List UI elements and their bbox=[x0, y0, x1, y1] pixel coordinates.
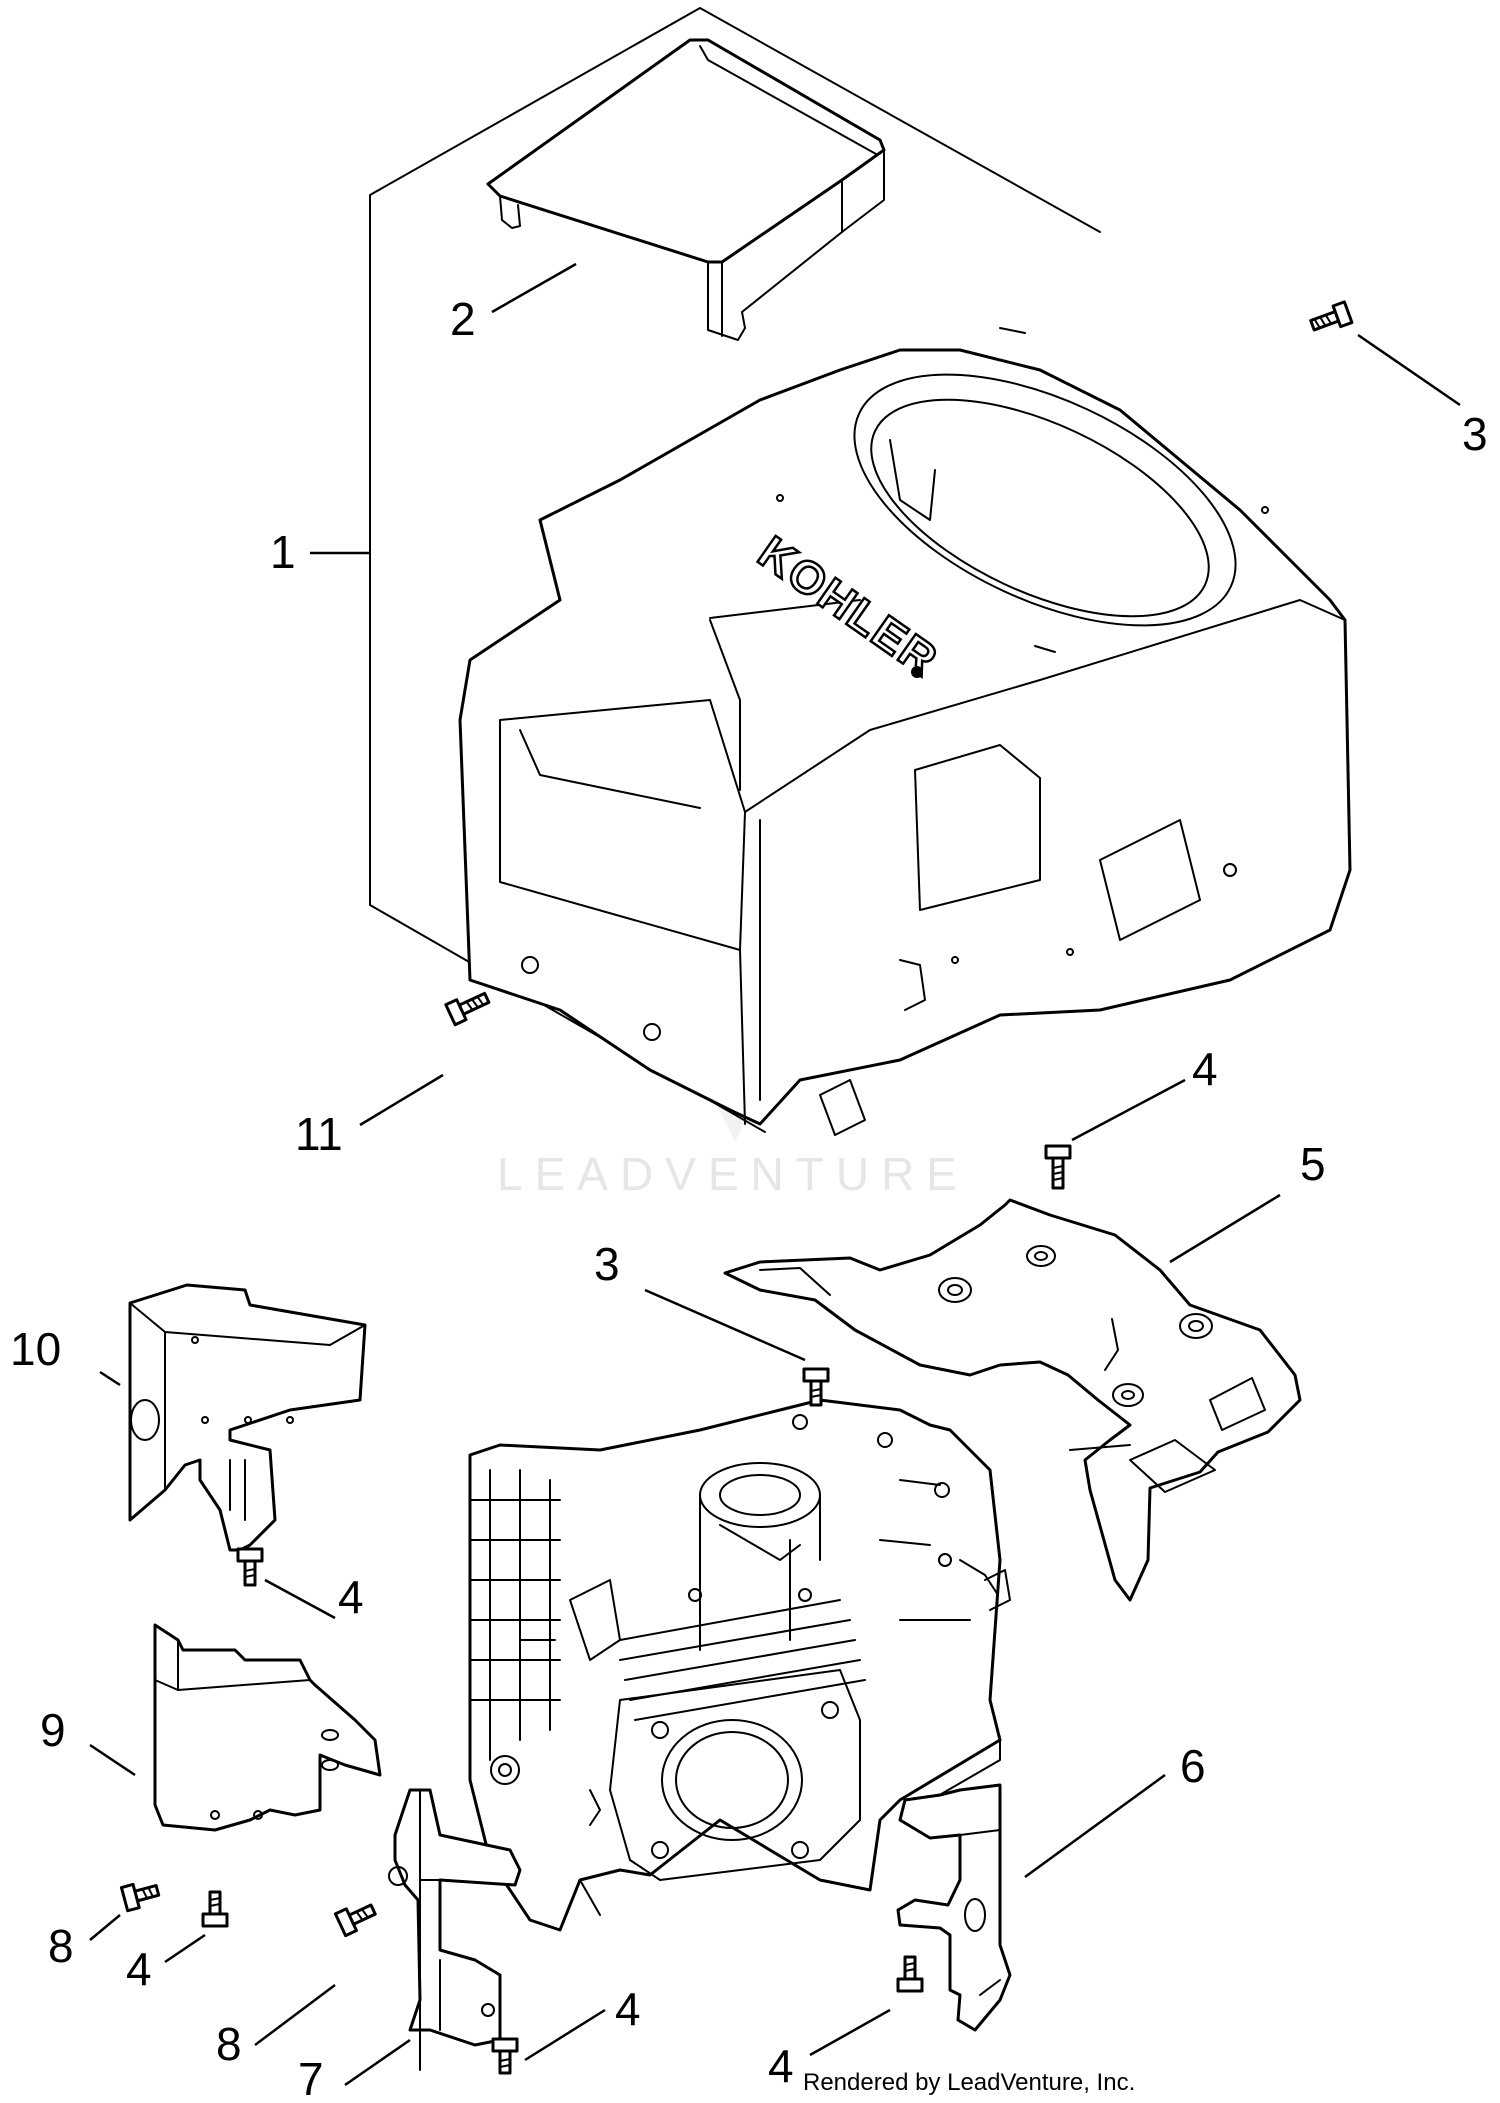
callout-4: 4 bbox=[768, 2040, 794, 2092]
callout-4: 4 bbox=[126, 1943, 152, 1995]
screw-4-shroud10-icon bbox=[236, 1547, 264, 1587]
cylinder-baffle bbox=[723, 1198, 1302, 1602]
callout-3: 3 bbox=[594, 1238, 620, 1290]
callout-9: 9 bbox=[40, 1704, 66, 1756]
callout-4: 4 bbox=[338, 1571, 364, 1623]
screw-4-top-icon bbox=[1044, 1144, 1072, 1190]
screw-4-bracket7-icon bbox=[491, 2037, 519, 2075]
side-shroud-9 bbox=[153, 1623, 382, 1832]
callout-8: 8 bbox=[48, 1920, 74, 1972]
screw-11-icon bbox=[444, 991, 491, 1027]
callout-1: 1 bbox=[270, 526, 296, 578]
watermark-text: LEADVENTURE bbox=[497, 1148, 969, 1200]
callout-7: 7 bbox=[298, 2053, 324, 2103]
screw-4-left-icon bbox=[201, 1890, 229, 1928]
callout-5: 5 bbox=[1300, 1138, 1326, 1190]
leader-lines bbox=[89, 262, 1461, 2087]
callout-4: 4 bbox=[615, 1983, 641, 2035]
brand-dot-icon bbox=[911, 666, 923, 678]
screw-8-left-icon bbox=[119, 1882, 161, 1913]
screw-4-bracket6-icon bbox=[896, 1955, 924, 1993]
callout-8: 8 bbox=[216, 2018, 242, 2070]
air-guide-cover bbox=[486, 38, 886, 341]
engine-block bbox=[468, 1398, 1011, 1932]
callout-4: 4 bbox=[1192, 1043, 1218, 1095]
callout-10: 10 bbox=[10, 1323, 61, 1375]
callout-2: 2 bbox=[450, 293, 476, 345]
callout-3: 3 bbox=[1462, 408, 1488, 460]
render-credit: Rendered by LeadVenture, Inc. bbox=[803, 2069, 1135, 2096]
bracket-7 bbox=[388, 1788, 522, 2071]
screw-3-mid-icon bbox=[802, 1367, 830, 1407]
side-shroud-10 bbox=[128, 1283, 367, 1552]
screw-3-top-icon bbox=[1309, 300, 1354, 332]
blower-housing: KOHLER bbox=[458, 327, 1352, 1136]
callouts: 1 2 3 11 4 5 3 10 4 9 6 8 4 8 4 7 4 bbox=[10, 293, 1488, 2103]
callout-11: 11 bbox=[295, 1108, 343, 1160]
bracket-6 bbox=[896, 1783, 1012, 2032]
screw-8-mid-icon bbox=[333, 1903, 377, 1938]
callout-6: 6 bbox=[1180, 1740, 1206, 1792]
